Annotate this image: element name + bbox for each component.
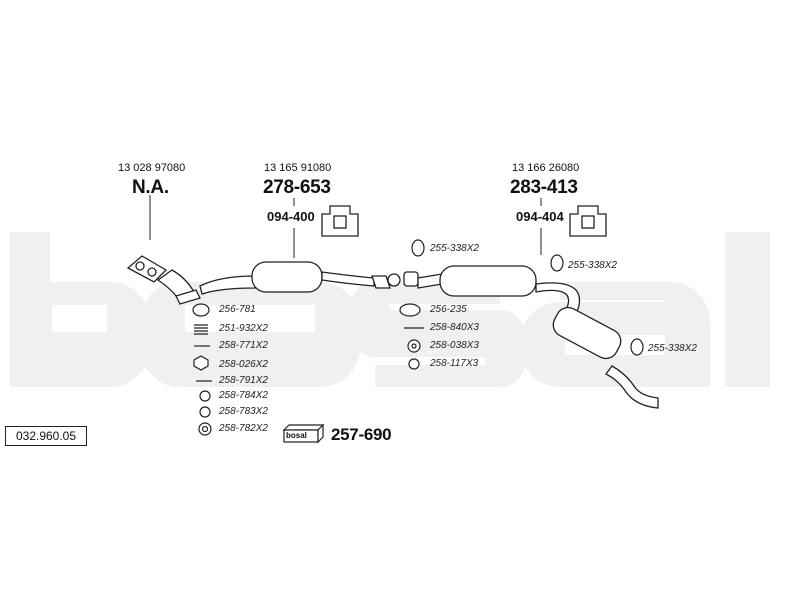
part-number-rear: 283-413 [510,177,578,198]
part-label: 258-784X2 [219,390,268,401]
part-label: 255-338X2 [648,343,697,354]
part-label: 258-840X3 [430,322,479,333]
mount-number-rear: 094-404 [516,209,564,224]
part-label: 255-338X2 [430,243,479,254]
catalog-number: 032.960.05 [5,426,87,446]
rear-muffler [403,265,659,409]
rear-parts-icons [550,254,644,356]
leader-lines [149,195,542,258]
part-label: 258-026X2 [219,359,268,370]
oe-number-middle: 13 165 91080 [264,162,332,174]
mount-number-middle: 094-400 [267,209,315,224]
part-label: 258-783X2 [219,406,268,417]
part-label: 256-781 [219,304,256,315]
bosal-watermark [10,232,770,387]
part-number-middle: 278-653 [263,177,331,198]
mount-094-404-icon [569,205,607,237]
oe-number-rear: 13 166 26080 [512,162,580,174]
front-parts-icons [192,303,212,436]
front-pipe [126,255,201,305]
part-label: 255-338X2 [568,260,617,271]
middle-parts-icons [399,239,425,370]
kit-box [282,423,325,444]
part-label: 256-235 [430,304,467,315]
part-label: 258-782X2 [219,423,268,434]
part-label: 258-117X3 [430,358,479,369]
middle-muffler [199,261,401,295]
part-label: 258-771X2 [219,340,268,351]
oe-number-front: 13 028 97080 [118,162,186,174]
part-number-front: N.A. [132,177,169,198]
part-label: 251-932X2 [219,323,268,334]
kit-logo: bosal [286,431,307,440]
part-label: 258-791X2 [219,375,268,386]
kit-part-number: 257-690 [331,425,392,444]
mount-094-400-icon [321,205,359,237]
part-label: 258-038X3 [430,340,479,351]
